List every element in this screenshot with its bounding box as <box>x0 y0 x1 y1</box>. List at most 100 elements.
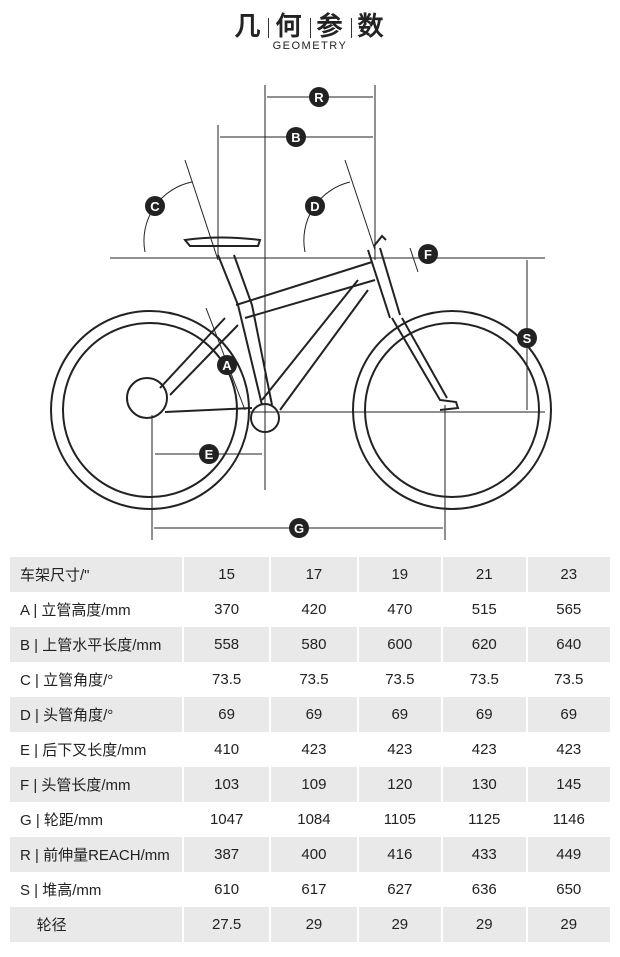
label-E-badge <box>199 444 219 464</box>
table-cell: 410 <box>214 741 240 758</box>
front-wheel <box>352 310 552 510</box>
label-S: S <box>523 331 532 346</box>
table-cell: 15 <box>184 557 270 592</box>
saddle <box>183 236 262 247</box>
title-char: 几 <box>234 12 263 42</box>
table-cell: 400 <box>271 837 357 872</box>
label-S-badge <box>517 328 537 348</box>
table-cell: 130 <box>443 767 526 802</box>
label-E: E <box>205 447 214 462</box>
table-cell: 423 <box>556 741 582 758</box>
table-cell: 470 <box>387 601 413 618</box>
title-char: 数 <box>357 12 386 42</box>
bike-geometry-diagram: R B C D F A E G S <box>50 85 552 540</box>
label-B: B <box>291 130 300 145</box>
table-cell: 73.5 <box>554 671 584 688</box>
label-C: C <box>150 199 160 214</box>
table-cell: 69 <box>358 697 442 732</box>
rear-hub <box>126 377 168 419</box>
table-cell: 515 <box>471 601 497 618</box>
label-D: D <box>310 199 319 214</box>
table-cell: 73.5 <box>469 671 499 688</box>
label-C-badge <box>145 196 165 216</box>
label-F: F <box>424 247 432 262</box>
table-cell: 620 <box>443 627 526 662</box>
label-A-badge <box>217 355 237 375</box>
table-cell: 120 <box>358 767 442 802</box>
row-label: R | 前伸量REACH/mm <box>10 837 182 872</box>
table-cell: 1105 <box>383 811 416 828</box>
page-subtitle: GEOMETRY <box>272 40 348 52</box>
label-F-badge <box>418 244 438 264</box>
table-cell: 370 <box>214 601 240 618</box>
table-cell: 29 <box>271 907 357 942</box>
table-cell: 423 <box>301 741 327 758</box>
table-cell: 636 <box>471 881 497 898</box>
table-cell: 29 <box>527 907 610 942</box>
table-cell: 69 <box>271 697 357 732</box>
table-cell: 69 <box>527 697 610 732</box>
table-cell: 600 <box>358 627 442 662</box>
table-cell: 29 <box>443 907 526 942</box>
table-cell: 387 <box>184 837 270 872</box>
fork <box>391 317 460 411</box>
table-cell: 19 <box>358 557 442 592</box>
table-cell: 1146 <box>552 811 585 828</box>
label-G-badge <box>289 518 309 538</box>
page-title: 几何参数 <box>0 6 620 43</box>
label-R: R <box>314 90 324 105</box>
title-char: 参 <box>316 12 345 42</box>
table-cell: 416 <box>358 837 442 872</box>
table-cell: 29 <box>358 907 442 942</box>
table-cell: 449 <box>527 837 610 872</box>
row-label: C | 立管角度/° <box>20 672 114 689</box>
table-cell: 17 <box>271 557 357 592</box>
label-B-badge <box>286 127 306 147</box>
row-label: 车架尺寸/" <box>10 557 182 592</box>
table-cell: 73.5 <box>299 671 329 688</box>
label-G: G <box>294 521 304 536</box>
table-cell: 650 <box>556 881 582 898</box>
table-cell: 627 <box>387 881 413 898</box>
table-cell: 420 <box>301 601 327 618</box>
table-cell: 1084 <box>297 811 331 828</box>
table-cell: 69 <box>184 697 270 732</box>
row-label: D | 头管角度/° <box>10 697 182 732</box>
rear-wheel <box>50 310 250 510</box>
row-label: 轮径 <box>10 907 182 942</box>
table-cell: 73.5 <box>385 671 415 688</box>
row-label: B | 上管水平长度/mm <box>10 627 182 662</box>
table-cell: 69 <box>443 697 526 732</box>
label-D-badge <box>305 196 325 216</box>
table-cell: 1125 <box>468 811 501 828</box>
row-label: G | 轮距/mm <box>20 812 104 829</box>
label-A: A <box>222 358 232 373</box>
row-label: S | 堆高/mm <box>20 882 102 899</box>
table-cell: 23 <box>527 557 610 592</box>
head-tube <box>367 247 401 319</box>
label-R-badge <box>309 87 329 107</box>
table-cell: 617 <box>301 881 327 898</box>
table-cell: 610 <box>214 881 240 898</box>
table-cell: 558 <box>184 627 270 662</box>
row-label: F | 头管长度/mm <box>10 767 182 802</box>
table-row: S | 堆高/mm 610 617 627 636 650 <box>10 872 610 907</box>
table-cell: 145 <box>527 767 610 802</box>
table-cell: 565 <box>556 601 582 618</box>
table-cell: 640 <box>527 627 610 662</box>
row-label: E | 后下叉长度/mm <box>20 742 147 759</box>
stem <box>373 234 387 247</box>
down-tube <box>261 279 369 411</box>
table-cell: 27.5 <box>184 907 270 942</box>
table-cell: 433 <box>443 837 526 872</box>
